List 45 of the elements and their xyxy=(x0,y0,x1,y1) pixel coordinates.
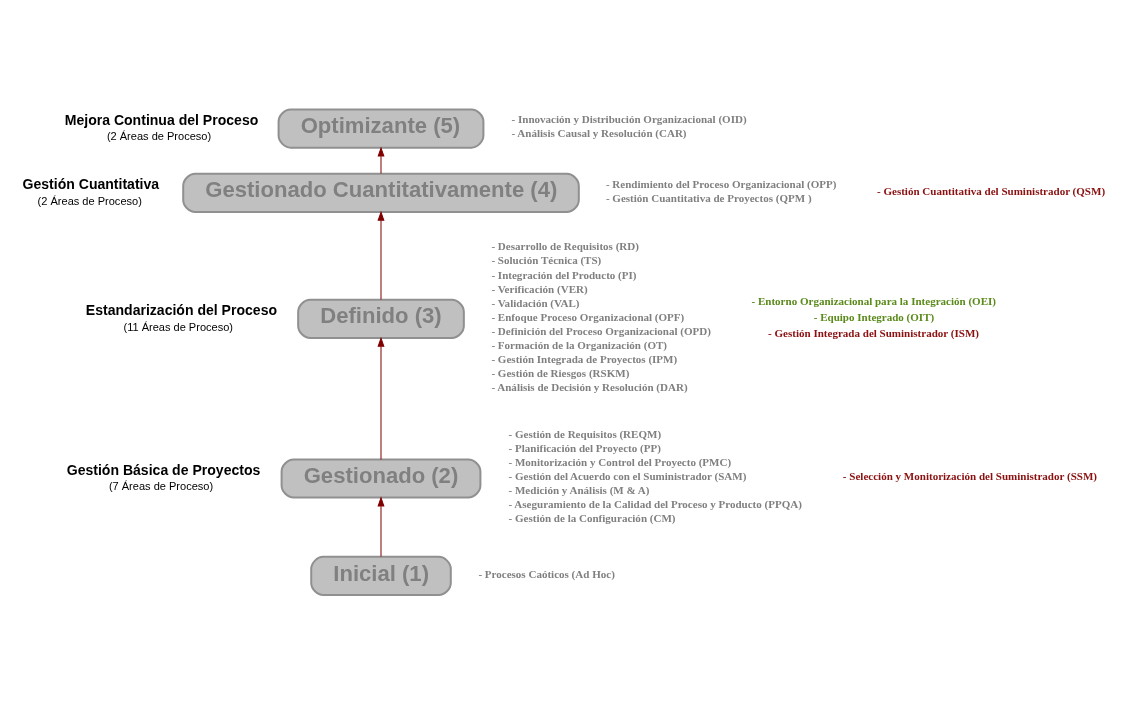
node-label: - Gestión Cuantitativa de Proyectos (QPM ) xyxy=(605,191,812,204)
arrow xyxy=(377,497,385,557)
node-label: - Desarrollo de Requisitos (RD) xyxy=(491,240,639,253)
node-label: Gestión Básica de Proyectos xyxy=(66,461,261,478)
node-label: (11 Áreas de Proceso) xyxy=(123,320,234,333)
node-label: - Definición del Proceso Organizacional (OPD) xyxy=(491,324,711,337)
node-label: - Solución Técnica (TS) xyxy=(491,254,602,267)
node-label: - Validación (VAL) xyxy=(491,296,580,309)
node-label: - Análisis de Decisión y Resolución (DAR) xyxy=(491,380,688,393)
label: - Selección y Monitorización del Suministrador (SSM) xyxy=(842,470,1097,483)
node-box: Inicial (1) xyxy=(310,555,452,596)
node-label: - Gestión de Requisitos (REQM) xyxy=(508,428,662,441)
node-label: - Procesos Caóticos (Ad Hoc) xyxy=(478,567,615,580)
node-label: - Innovación y Distribución Organizacional (OID) xyxy=(511,113,747,126)
node-label: - Formación de la Organización (OT) xyxy=(491,338,668,351)
node-label: - Gestión del Acuerdo con el Suministrador (SAM) xyxy=(508,470,747,483)
arrow xyxy=(377,337,385,460)
label: - Gestión Integrada del Suministrador (ISM) xyxy=(768,326,980,339)
node-box: Gestionado (2) xyxy=(280,458,482,499)
label: - Entorno Organizacional para la Integración (OEI) xyxy=(751,294,997,307)
node-box: Gestionado Cuantitativamente (4) xyxy=(182,172,580,213)
node-label: (2 Áreas de Proceso) xyxy=(37,194,142,207)
node-label: - Medición y Análisis (M & A) xyxy=(508,484,650,497)
node-label: Estandarización del Proceso xyxy=(85,302,278,319)
label: - Gestión Cuantitativa del Suministrador (QSM) xyxy=(877,184,1106,197)
node-label: - Gestión de la Configuración (CM) xyxy=(508,512,676,525)
node-label: - Monitorización y Control del Proyecto (PMC) xyxy=(508,456,732,469)
node-label: - Planificación del Proyecto (PP) xyxy=(508,442,661,455)
node-label: - Enfoque Proceso Organizacional (OPF) xyxy=(491,310,685,323)
node-label: Mejora Continua del Proceso xyxy=(64,111,259,128)
node-label: - Verificación (VER) xyxy=(491,282,588,295)
label: - Equipo Integrado (OIT) xyxy=(813,310,935,323)
node-label: - Gestión Integrada de Proyectos (IPM) xyxy=(491,352,678,365)
node-box: Definido (3) xyxy=(297,298,465,339)
node-label: - Gestión de Riesgos (RSKM) xyxy=(491,366,630,379)
node-label: (2 Áreas de Proceso) xyxy=(106,130,212,143)
node-box: Optimizante (5) xyxy=(277,108,485,149)
node-label: - Rendimiento del Proceso Organizacional (OPP) xyxy=(605,177,837,190)
node-label: Gestión Cuantitativa xyxy=(22,176,160,193)
node-label: - Análisis Causal y Resolución (CAR) xyxy=(511,127,687,140)
arrow xyxy=(377,147,385,174)
arrow xyxy=(377,211,385,301)
node-label: - Aseguramiento de la Calidad del Proceso y Producto (PPQA) xyxy=(508,498,802,511)
node-label: (7 Áreas de Proceso) xyxy=(108,480,214,493)
node-label: - Integración del Producto (PI) xyxy=(491,268,637,281)
